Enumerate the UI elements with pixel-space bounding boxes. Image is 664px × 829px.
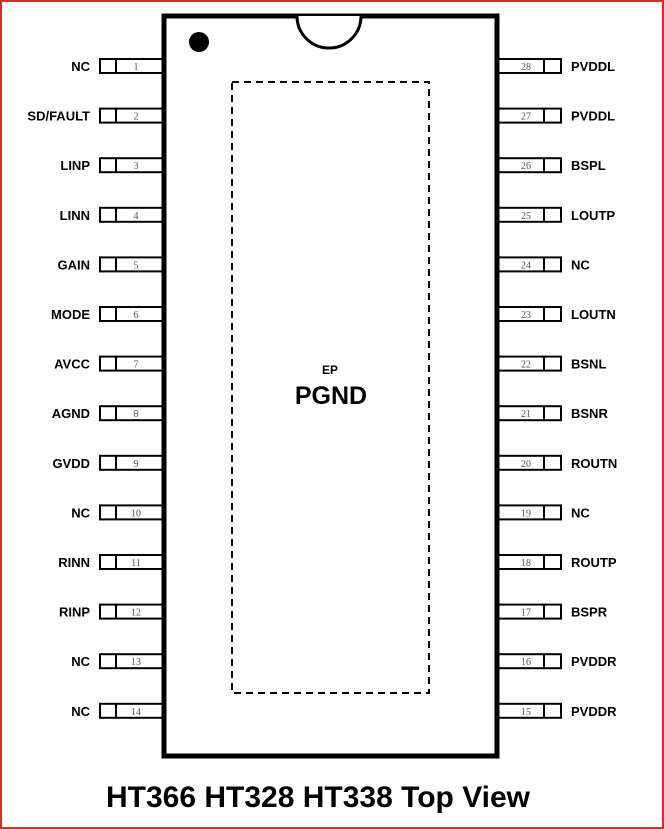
pin-8-number: 8 <box>134 409 139 420</box>
pin-10-name: NC <box>71 505 90 520</box>
pin-25-number: 25 <box>521 211 531 222</box>
pin-5-name: GAIN <box>58 257 91 272</box>
pin-26-number: 26 <box>521 161 531 172</box>
pin-22-name: BSNL <box>571 357 606 372</box>
pin-21-number: 21 <box>521 409 531 420</box>
pin-11-name: RINN <box>58 555 90 570</box>
pin-18-name: ROUTP <box>571 555 617 570</box>
pin-10-number: 10 <box>131 508 141 519</box>
pin-21-name: BSNR <box>571 406 608 421</box>
pin-13-number: 13 <box>131 657 141 668</box>
pin-19-name: NC <box>571 505 590 520</box>
pins-group: 1NC2SD/FAULT3LINP4LINN5GAIN6MODE7AVCC8AG… <box>27 58 617 719</box>
pin-28-name: PVDDL <box>571 59 615 74</box>
pin-9-lead <box>99 454 165 471</box>
pin-9-name: GVDD <box>52 456 90 471</box>
diagram-title: HT366 HT328 HT338 Top View <box>106 781 531 814</box>
pin-2-name: SD/FAULT <box>27 109 90 124</box>
pin-20-name: ROUTN <box>571 456 617 471</box>
pin-4-name: LINN <box>60 208 90 223</box>
exposed-pad-outline <box>231 81 430 694</box>
pin-7-lead <box>99 355 165 372</box>
pin-18-number: 18 <box>521 558 531 569</box>
pin-20-number: 20 <box>521 459 531 470</box>
pin-25-name: LOUTP <box>571 208 615 223</box>
ep-label: EP <box>322 363 338 377</box>
pin-5-lead <box>99 256 165 273</box>
pin-23-name: LOUTN <box>571 307 616 322</box>
pin-22-number: 22 <box>521 360 531 371</box>
chip-notch <box>295 15 363 50</box>
pin-24-name: NC <box>571 257 590 272</box>
pin-3-name: LINP <box>60 158 90 173</box>
pin-14-number: 14 <box>131 707 141 718</box>
pin-3-number: 3 <box>134 161 139 172</box>
pin-5-number: 5 <box>134 260 139 271</box>
pin-27-number: 27 <box>521 112 531 123</box>
pin-26-name: BSPL <box>571 158 606 173</box>
pin-3-lead <box>99 157 165 174</box>
pin-6-number: 6 <box>134 310 139 321</box>
pin-1-lead <box>99 58 165 74</box>
pin-27-name: PVDDL <box>571 109 615 124</box>
pin-15-number: 15 <box>521 707 531 718</box>
pin-4-number: 4 <box>134 211 139 222</box>
pin-13-name: NC <box>71 654 90 669</box>
pin-12-number: 12 <box>131 608 141 619</box>
pin-7-number: 7 <box>134 360 139 371</box>
pin1-marker-dot <box>189 32 209 52</box>
pin-28-number: 28 <box>521 62 531 73</box>
pin-6-lead <box>99 306 165 322</box>
pin-2-lead <box>99 107 165 124</box>
pin-14-name: NC <box>71 704 90 719</box>
pin-16-name: PVDDR <box>571 654 617 669</box>
pin-8-lead <box>99 405 165 422</box>
pin-24-number: 24 <box>521 260 531 271</box>
pin-12-name: RINP <box>59 605 90 620</box>
pin-15-name: PVDDR <box>571 704 617 719</box>
pin-17-name: BSPR <box>571 605 608 620</box>
pin-23-number: 23 <box>521 310 531 321</box>
ep-name: PGND <box>295 382 367 410</box>
pin-17-number: 17 <box>521 608 531 619</box>
pin-2-number: 2 <box>134 112 139 123</box>
pin-1-name: NC <box>71 59 90 74</box>
pin-7-name: AVCC <box>54 357 90 372</box>
pin-1-number: 1 <box>134 62 139 73</box>
pin-9-number: 9 <box>134 459 139 470</box>
pin-19-number: 19 <box>521 508 531 519</box>
pin-4-lead <box>99 206 165 223</box>
pin-11-number: 11 <box>131 558 141 569</box>
pin-6-name: MODE <box>51 307 90 322</box>
pin-16-number: 16 <box>521 657 531 668</box>
pin-8-name: AGND <box>52 406 90 421</box>
